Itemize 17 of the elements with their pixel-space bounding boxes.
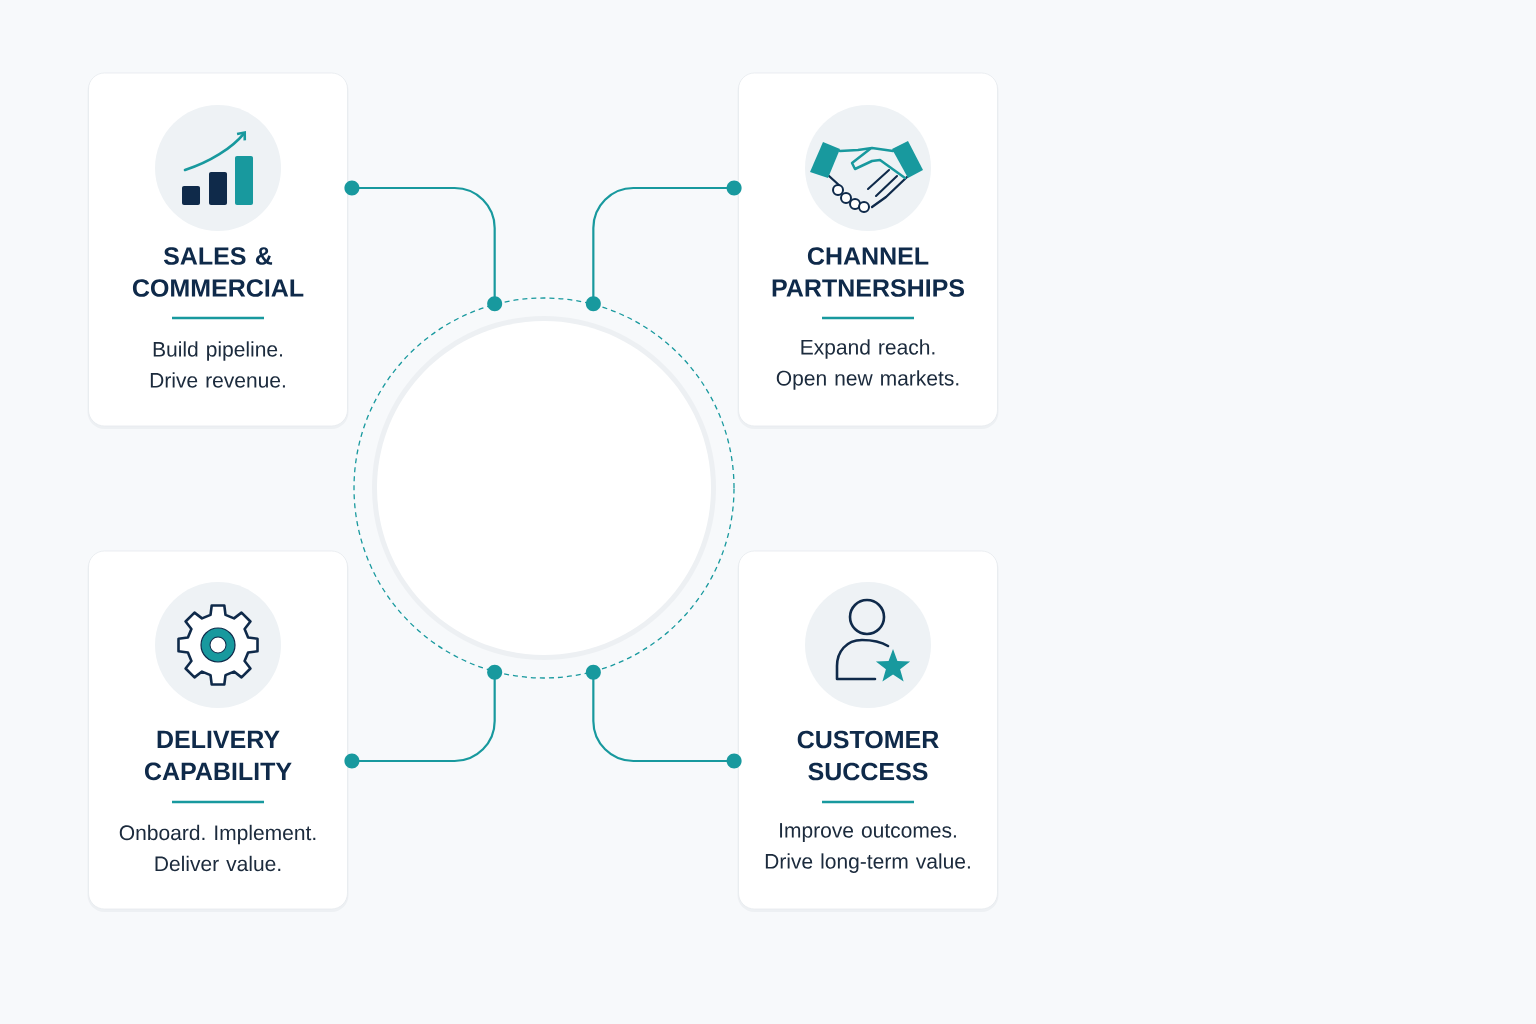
card-heading: CUSTOMER SUCCESS (797, 730, 939, 781)
card-heading: DELIVERY CAPABILITY (144, 730, 292, 781)
connector-line (344, 664, 503, 769)
card-text: Improve outcomes. Drive long-term value. (765, 823, 970, 873)
card (87, 550, 349, 912)
card (737, 550, 999, 912)
hub-circle (353, 297, 735, 679)
card-heading: CHANNEL PARTNERSHIPS (772, 247, 965, 297)
card-text: Onboard. Implement. Deliver value. (119, 824, 316, 872)
card-text: Expand reach. Open new markets. (776, 339, 959, 390)
connector-line (585, 180, 742, 312)
card-heading: SALES & COMMERCIAL (132, 247, 304, 297)
card-text: Build pipeline. Drive revenue. (150, 341, 285, 388)
card (737, 72, 999, 429)
connector-line (344, 180, 503, 312)
card (87, 72, 349, 429)
connector-line (585, 664, 742, 769)
